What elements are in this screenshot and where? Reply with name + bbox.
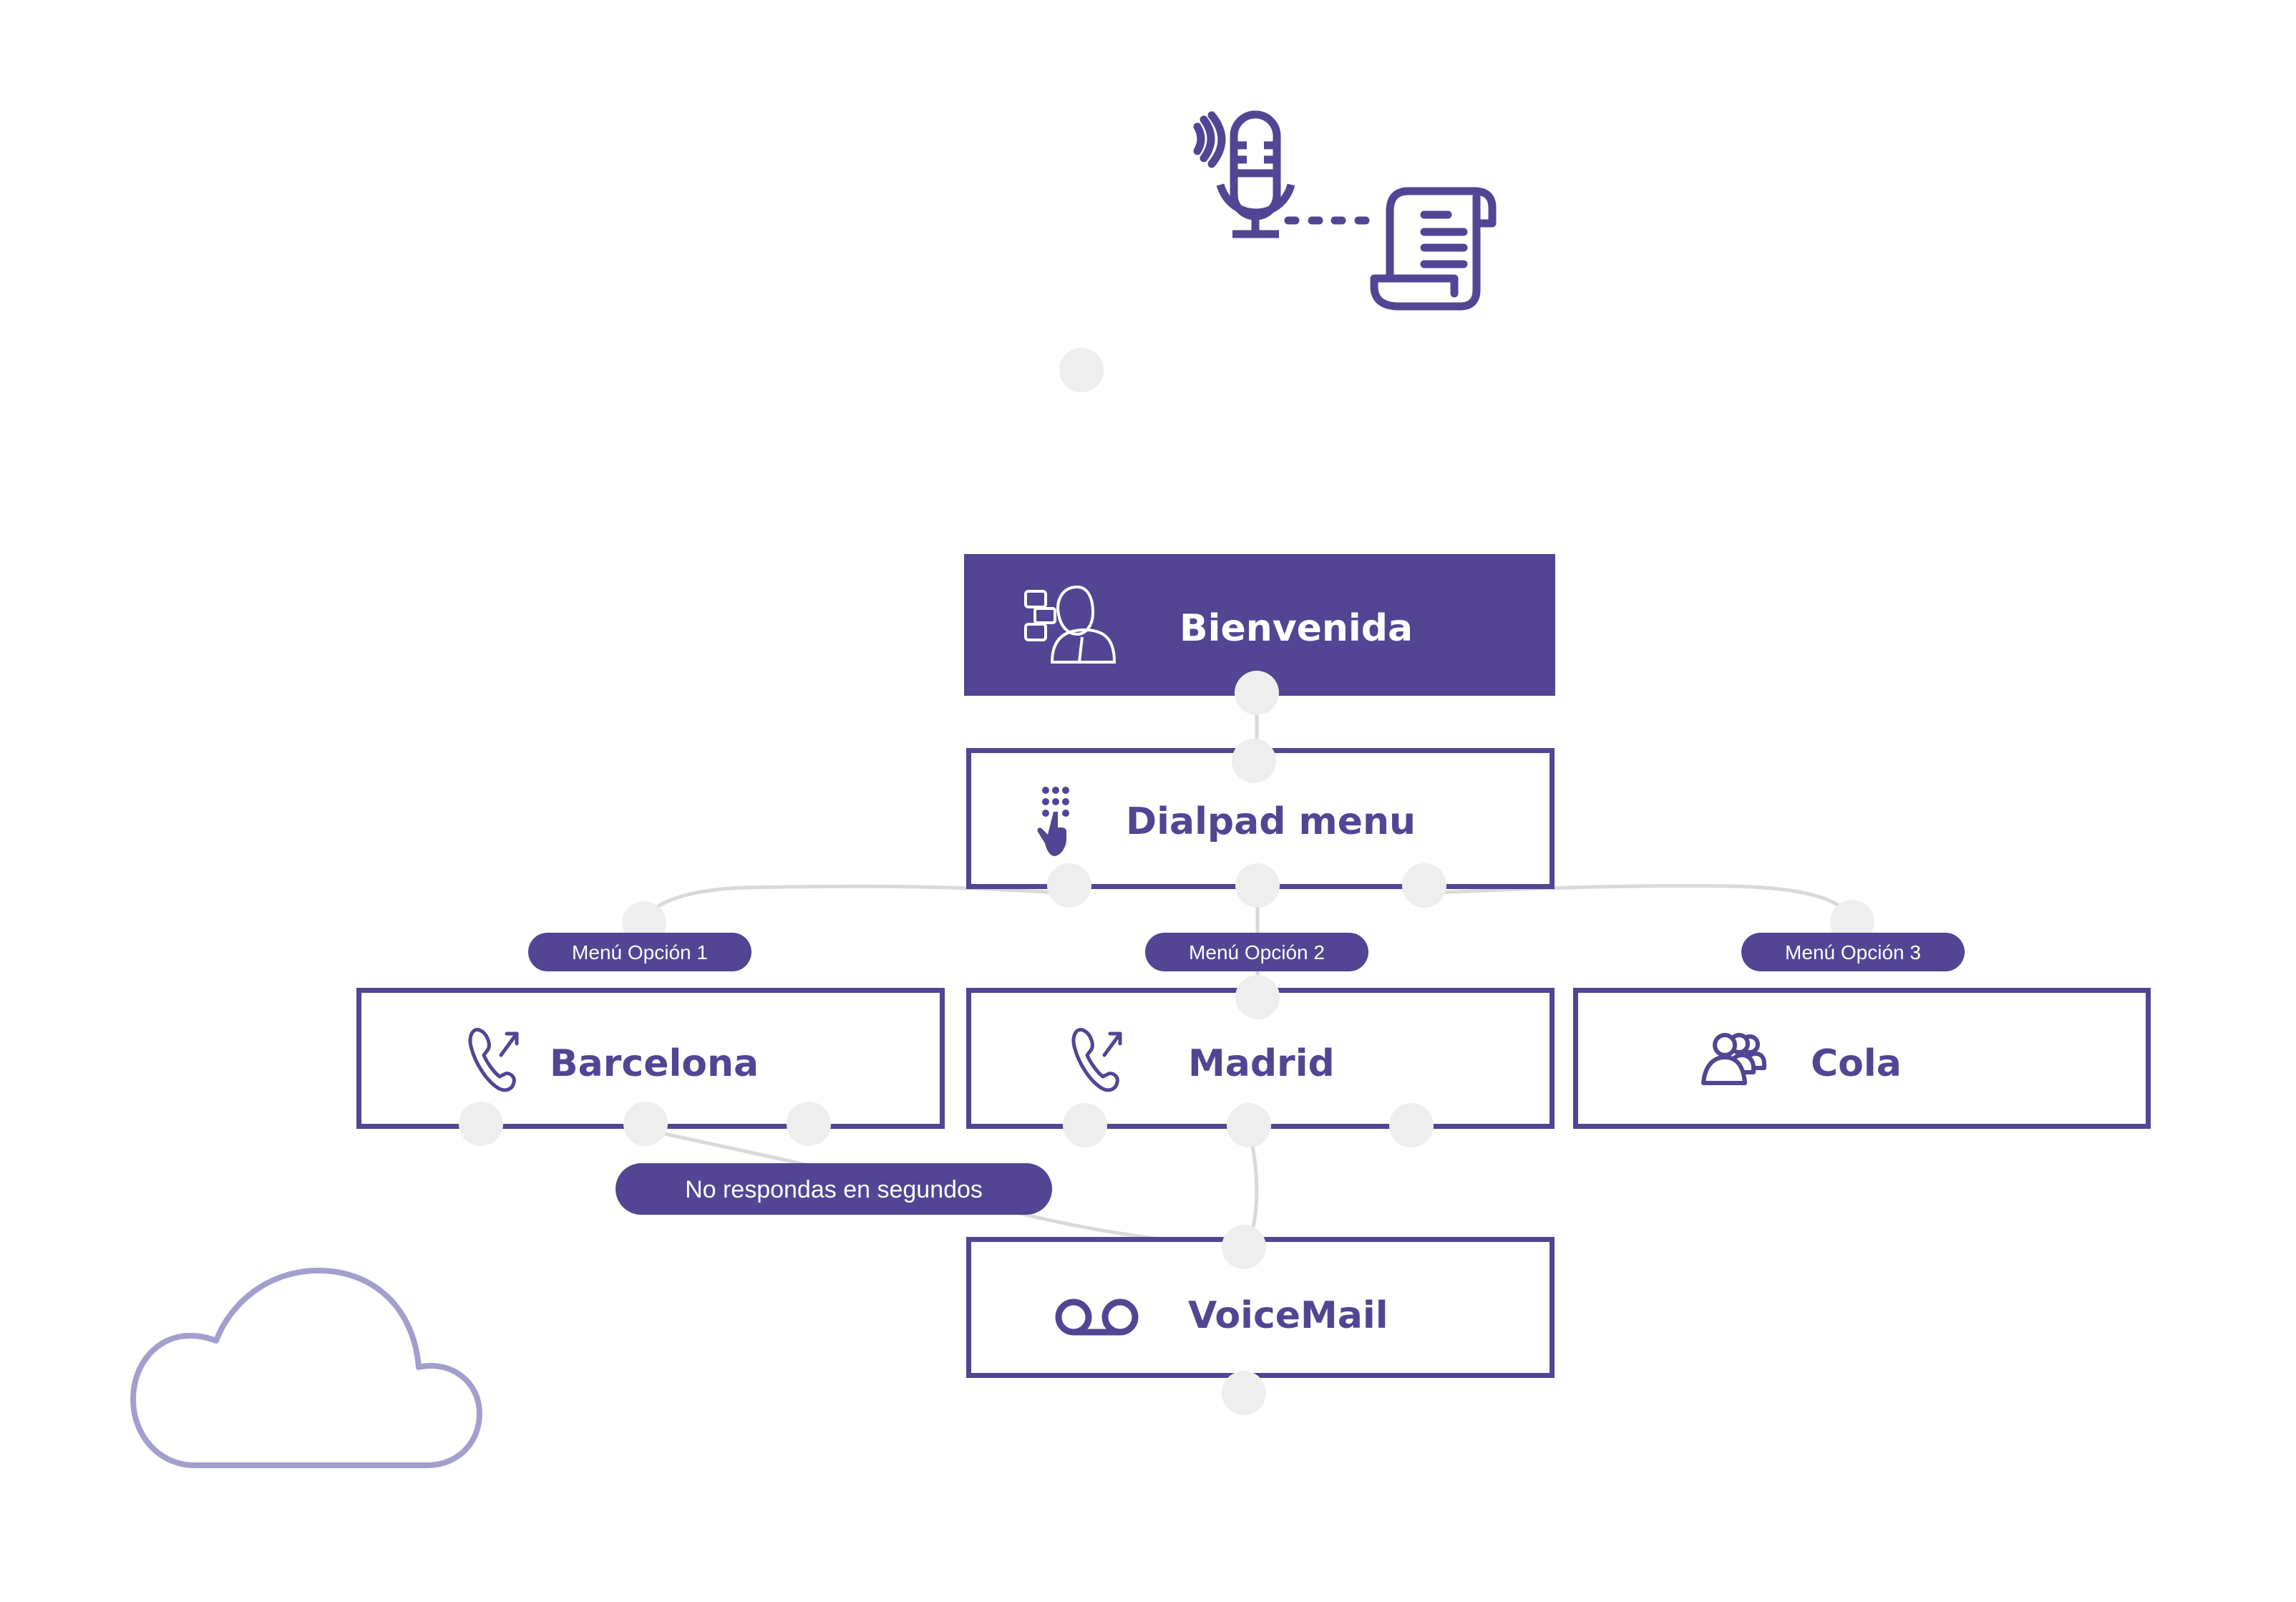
phone-outgoing-icon [1071, 1028, 1122, 1092]
agent-chat-icon [1024, 585, 1117, 664]
node-madrid-title: Madrid [1188, 1042, 1335, 1085]
port-madrid-in[interactable] [1235, 975, 1280, 1019]
node-dialpad-title: Dialpad menu [1126, 800, 1416, 843]
dialpad-touch-icon [1037, 787, 1069, 856]
ports [459, 671, 1446, 1415]
edge-label-option2-text: Menú Opción 2 [1189, 941, 1325, 963]
port-barcelona-out-2[interactable] [623, 1102, 668, 1146]
edge-label-option1[interactable]: Menú Opción 1 [528, 933, 751, 971]
port-barcelona-out-3[interactable] [787, 1102, 831, 1146]
port-dialpad-in[interactable] [1232, 739, 1276, 783]
node-voicemail-title: VoiceMail [1188, 1294, 1388, 1337]
edge-label-no-answer-text: No respondas en segundos [685, 1176, 983, 1203]
floating-port[interactable] [1059, 348, 1104, 392]
voicemail-icon [1055, 1298, 1139, 1336]
connector-dialpad-option3 [1424, 883, 1854, 920]
port-welcome-out[interactable] [1235, 671, 1279, 715]
connector-dialpad-option1 [642, 884, 1070, 921]
phone-outgoing-icon [468, 1028, 519, 1092]
edge-label-option3[interactable]: Menú Opción 3 [1741, 933, 1965, 971]
edge-label-no-answer[interactable]: No respondas en segundos [616, 1163, 1052, 1215]
cloud-icon [130, 1268, 482, 1468]
node-barcelona-title: Barcelona [550, 1042, 759, 1085]
port-dialpad-out-3[interactable] [1402, 863, 1446, 908]
edge-label-option2[interactable]: Menú Opción 2 [1145, 933, 1368, 971]
microphone-icon [1193, 110, 1295, 238]
node-queue-title: Cola [1811, 1042, 1902, 1085]
port-madrid-out-1[interactable] [1063, 1103, 1107, 1147]
node-welcome-title: Bienvenida [1179, 607, 1413, 650]
edge-label-option1-text: Menú Opción 1 [572, 941, 708, 963]
port-madrid-out-2[interactable] [1227, 1103, 1271, 1147]
group-users-icon [1701, 1033, 1766, 1085]
node-queue[interactable]: Cola [1573, 988, 2151, 1129]
port-voicemail-out[interactable] [1222, 1371, 1266, 1415]
edge-label-option3-text: Menú Opción 3 [1785, 941, 1921, 963]
node-voicemail[interactable]: VoiceMail [966, 1237, 1555, 1378]
port-dialpad-out-1[interactable] [1047, 863, 1091, 908]
port-barcelona-out-1[interactable] [459, 1102, 503, 1146]
port-dialpad-out-2[interactable] [1235, 863, 1280, 908]
port-madrid-out-3[interactable] [1389, 1103, 1434, 1147]
port-voicemail-in[interactable] [1222, 1225, 1266, 1269]
scroll-document-icon [1370, 187, 1497, 311]
